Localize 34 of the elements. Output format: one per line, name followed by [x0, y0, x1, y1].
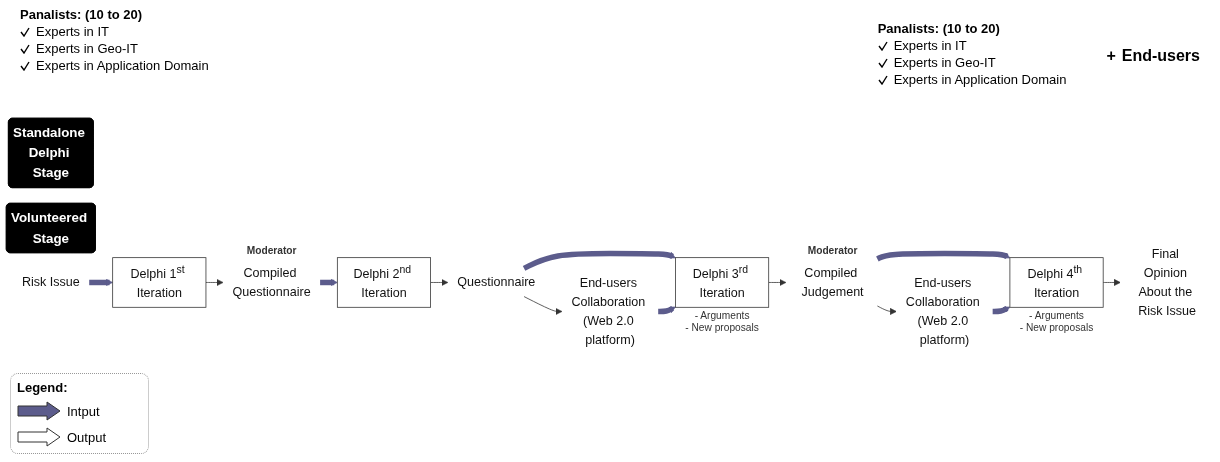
role-label: Moderator — [807, 245, 858, 257]
plus-sign: + — [1106, 47, 1116, 65]
list-item: Experts in Application Domain — [36, 57, 209, 74]
list-item: Experts in Geo-IT — [36, 40, 138, 57]
legend-heading: Legend: — [17, 380, 68, 395]
node-box: Delphi 1$^{st}$ Iteration — [112, 257, 207, 308]
node-box: Delphi 4$^{th}$ Iteration — [1009, 257, 1104, 308]
arrow — [876, 250, 1011, 262]
panel-heading: Panalists: (10 to 20) — [20, 7, 143, 22]
node-text: Compiled Judgement — [801, 266, 864, 299]
node-text: Final Opinion About the Risk Issue — [1138, 247, 1196, 317]
arrow — [656, 305, 676, 315]
group-note: End-users — [1121, 47, 1200, 65]
arrow — [991, 305, 1011, 315]
list-item: Experts in Application Domain — [893, 71, 1067, 88]
arrow — [88, 279, 113, 286]
node-text: Risk Issue — [21, 275, 80, 289]
node-text: End-users Collaboration (Web 2.0 platform) — [571, 276, 646, 346]
arrow — [522, 250, 676, 271]
legend-label: Intput — [67, 403, 100, 419]
note-list: - Arguments - New proposals — [1019, 310, 1094, 333]
panel-heading: Panalists: (10 to 20) — [877, 21, 1000, 36]
node-text: End-users Collaboration (Web 2.0 platform) — [905, 276, 980, 346]
role-label: Moderator — [246, 245, 297, 257]
legend-label: Output — [67, 429, 107, 445]
node-text: Questionnaire — [457, 275, 536, 289]
list-item: Experts in IT — [36, 23, 109, 40]
list-item: Experts in IT — [893, 37, 967, 54]
list-item: Experts in Geo-IT — [893, 54, 996, 71]
node-box: Delphi 2$^{nd}$ Iteration — [336, 257, 431, 308]
node-text: Compiled Questionnaire — [232, 266, 311, 299]
arrow — [318, 279, 338, 286]
node-box: Delphi 3$^{rd}$ Iteration — [675, 257, 770, 308]
note-list: - Arguments - New proposals — [685, 310, 759, 333]
